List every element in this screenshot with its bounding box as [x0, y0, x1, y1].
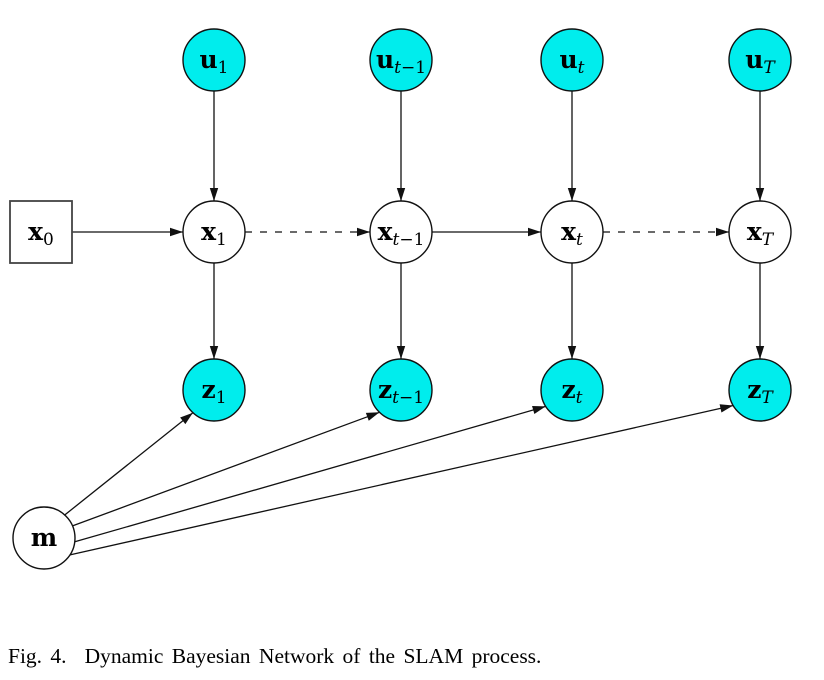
- node-label-xt1: xt−1: [378, 217, 425, 250]
- node-x0: x0: [9, 200, 73, 264]
- node-label-xt: xt: [561, 217, 583, 250]
- node-shape-x0: [9, 200, 73, 264]
- node-z1: z1: [182, 358, 246, 422]
- node-shape-zt: [540, 358, 604, 422]
- node-label-ut: ut: [559, 45, 584, 78]
- node-label-u1: u1: [199, 45, 228, 78]
- node-label-xT: xT: [747, 217, 775, 250]
- node-xT: xT: [728, 200, 792, 264]
- edge-m-zt: [74, 405, 546, 543]
- node-zT: zT: [728, 358, 792, 422]
- node-shape-zt1: [369, 358, 433, 422]
- node-label-m: m: [31, 523, 57, 552]
- node-xt1: xt−1: [369, 200, 433, 264]
- node-zt: zt: [540, 358, 604, 422]
- node-label-zT: zT: [747, 375, 774, 408]
- figure-caption-text: Dynamic Bayesian Network of the SLAM pro…: [84, 644, 542, 668]
- node-label-z1: z1: [201, 375, 226, 408]
- node-xt: xt: [540, 200, 604, 264]
- figure-caption: Fig. 4. Dynamic Bayesian Network of the S…: [8, 644, 541, 669]
- edge-m-zT: [69, 404, 734, 556]
- node-x1: x1: [182, 200, 246, 264]
- node-label-x1: x1: [201, 217, 227, 250]
- bayesian-network-diagram: u1 ut−1 ut uT x0 x1 xt−1 xt xT z1 zt−1 zt zT m: [9, 28, 792, 570]
- node-shape-xT: [728, 200, 792, 264]
- node-shape-ut: [540, 28, 604, 92]
- node-ut: ut: [540, 28, 604, 92]
- node-shape-m: [12, 506, 76, 570]
- node-label-ut1: ut−1: [376, 45, 426, 78]
- node-shape-z1: [182, 358, 246, 422]
- node-label-zt: zt: [561, 375, 582, 408]
- node-shape-uT: [728, 28, 792, 92]
- node-shape-ut1: [369, 28, 433, 92]
- node-shape-x1: [182, 200, 246, 264]
- node-ut1: ut−1: [369, 28, 433, 92]
- node-uT: uT: [728, 28, 792, 92]
- edge-m-zt1: [72, 411, 380, 527]
- node-label-uT: uT: [745, 45, 776, 78]
- node-shape-xt: [540, 200, 604, 264]
- node-label-zt1: zt−1: [378, 375, 424, 408]
- node-zt1: zt−1: [369, 358, 433, 422]
- edge-m-z1: [64, 412, 194, 516]
- node-shape-xt1: [369, 200, 433, 264]
- node-shape-u1: [182, 28, 246, 92]
- node-shape-zT: [728, 358, 792, 422]
- figure-label: Fig. 4.: [8, 644, 67, 668]
- node-m: m: [12, 506, 76, 570]
- node-u1: u1: [182, 28, 246, 92]
- node-label-x0: x0: [28, 217, 54, 250]
